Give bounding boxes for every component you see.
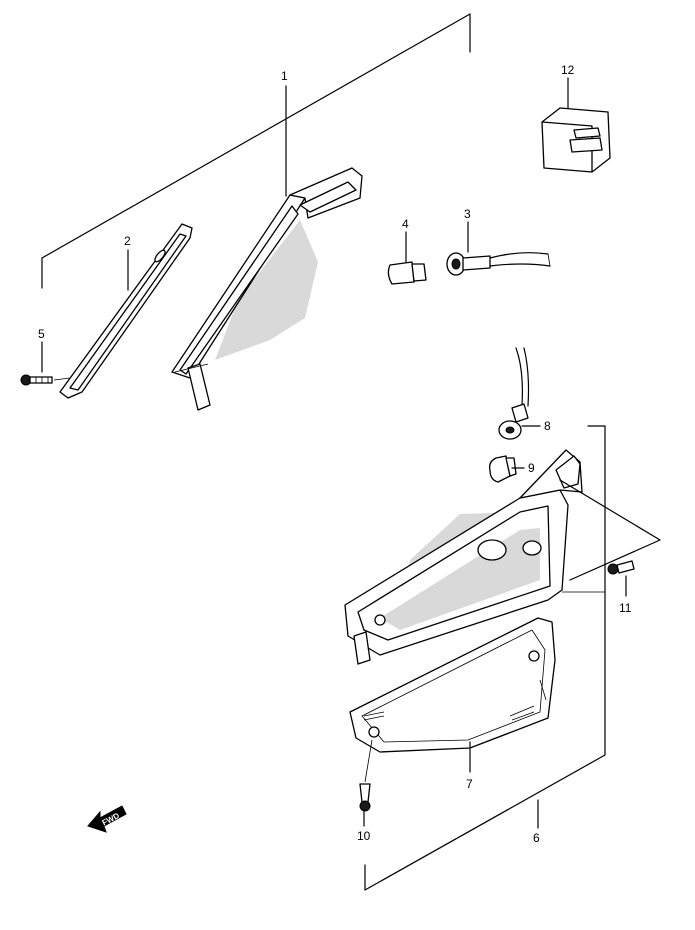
bracket-upper — [41, 13, 471, 289]
bracket-lower — [364, 425, 606, 891]
part-8-socket: 8 — [498, 347, 551, 440]
part-3-socket: 3 — [446, 207, 551, 276]
callout-7: 7 — [466, 777, 473, 791]
part-1-frame: 1 — [171, 69, 363, 411]
part-7-lens: 7 — [349, 617, 556, 791]
callout-2: 2 — [124, 234, 131, 248]
part-5-screw: 5 — [20, 327, 71, 386]
callout-8: 8 — [544, 419, 551, 433]
callout-6: 6 — [533, 831, 540, 845]
callout-5: 5 — [38, 327, 45, 341]
part-12-relay: 12 — [541, 63, 611, 173]
callout-3: 3 — [464, 207, 471, 221]
callout-4: 4 — [402, 217, 409, 231]
callout-11: 11 — [619, 601, 632, 615]
callout-12: 12 — [561, 63, 575, 77]
part-10-screw: 10 — [357, 739, 373, 843]
part-11-screw: 11 — [607, 560, 635, 615]
lens-markings — [363, 679, 547, 721]
callout-1: 1 — [281, 69, 288, 83]
part-9-bulb: 9 — [488, 455, 535, 483]
part-4-bulb: 4 — [387, 217, 427, 285]
callout-10: 10 — [357, 829, 371, 843]
part-2-strip: 2 — [59, 223, 193, 399]
part-6-housing: 6 — [344, 449, 661, 845]
callout-9: 9 — [528, 461, 535, 475]
fwd-arrow-icon: FWD — [87, 805, 127, 833]
